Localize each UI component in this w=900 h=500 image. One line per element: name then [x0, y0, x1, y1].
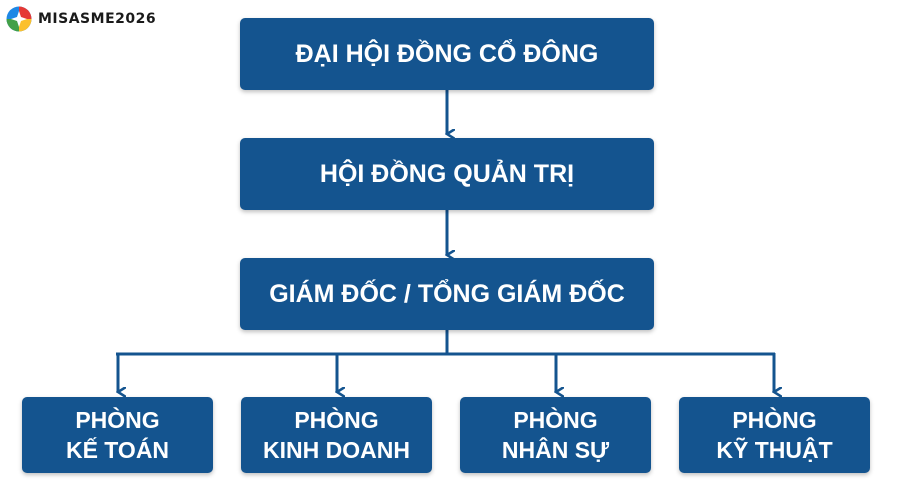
sales-department-box: PHÒNG KINH DOANH: [241, 397, 432, 473]
box-label: HỘI ĐỒNG QUẢN TRỊ: [319, 159, 575, 188]
misa-logo-icon: [6, 6, 32, 32]
box-label-line1: PHÒNG: [294, 407, 379, 433]
shareholders-meeting-box: ĐẠI HỘI ĐỒNG CỔ ĐÔNG: [240, 18, 654, 90]
accounting-department-box: PHÒNG KẾ TOÁN: [22, 397, 213, 473]
technical-department-box: PHÒNG KỸ THUẬT: [679, 397, 870, 473]
box-label-line1: PHÒNG: [513, 407, 598, 433]
box-label-line2: NHÂN SỰ: [501, 437, 610, 463]
board-of-directors-box: HỘI ĐỒNG QUẢN TRỊ: [240, 138, 654, 210]
box-label-line2: KỸ THUẬT: [716, 437, 833, 463]
box-label-line1: PHÒNG: [75, 407, 160, 433]
director-box: GIÁM ĐỐC / TỔNG GIÁM ĐỐC: [240, 258, 654, 330]
box-label: ĐẠI HỘI ĐỒNG CỔ ĐÔNG: [295, 39, 599, 68]
logo-text: MISASME2026: [38, 11, 157, 27]
box-label: GIÁM ĐỐC / TỔNG GIÁM ĐỐC: [269, 279, 625, 308]
hr-department-box: PHÒNG NHÂN SỰ: [460, 397, 651, 473]
box-label-line2: KẾ TOÁN: [65, 437, 170, 463]
box-label-line1: PHÒNG: [732, 407, 817, 433]
box-label-line2: KINH DOANH: [263, 437, 410, 463]
brand-logo: MISASME2026: [6, 6, 156, 32]
